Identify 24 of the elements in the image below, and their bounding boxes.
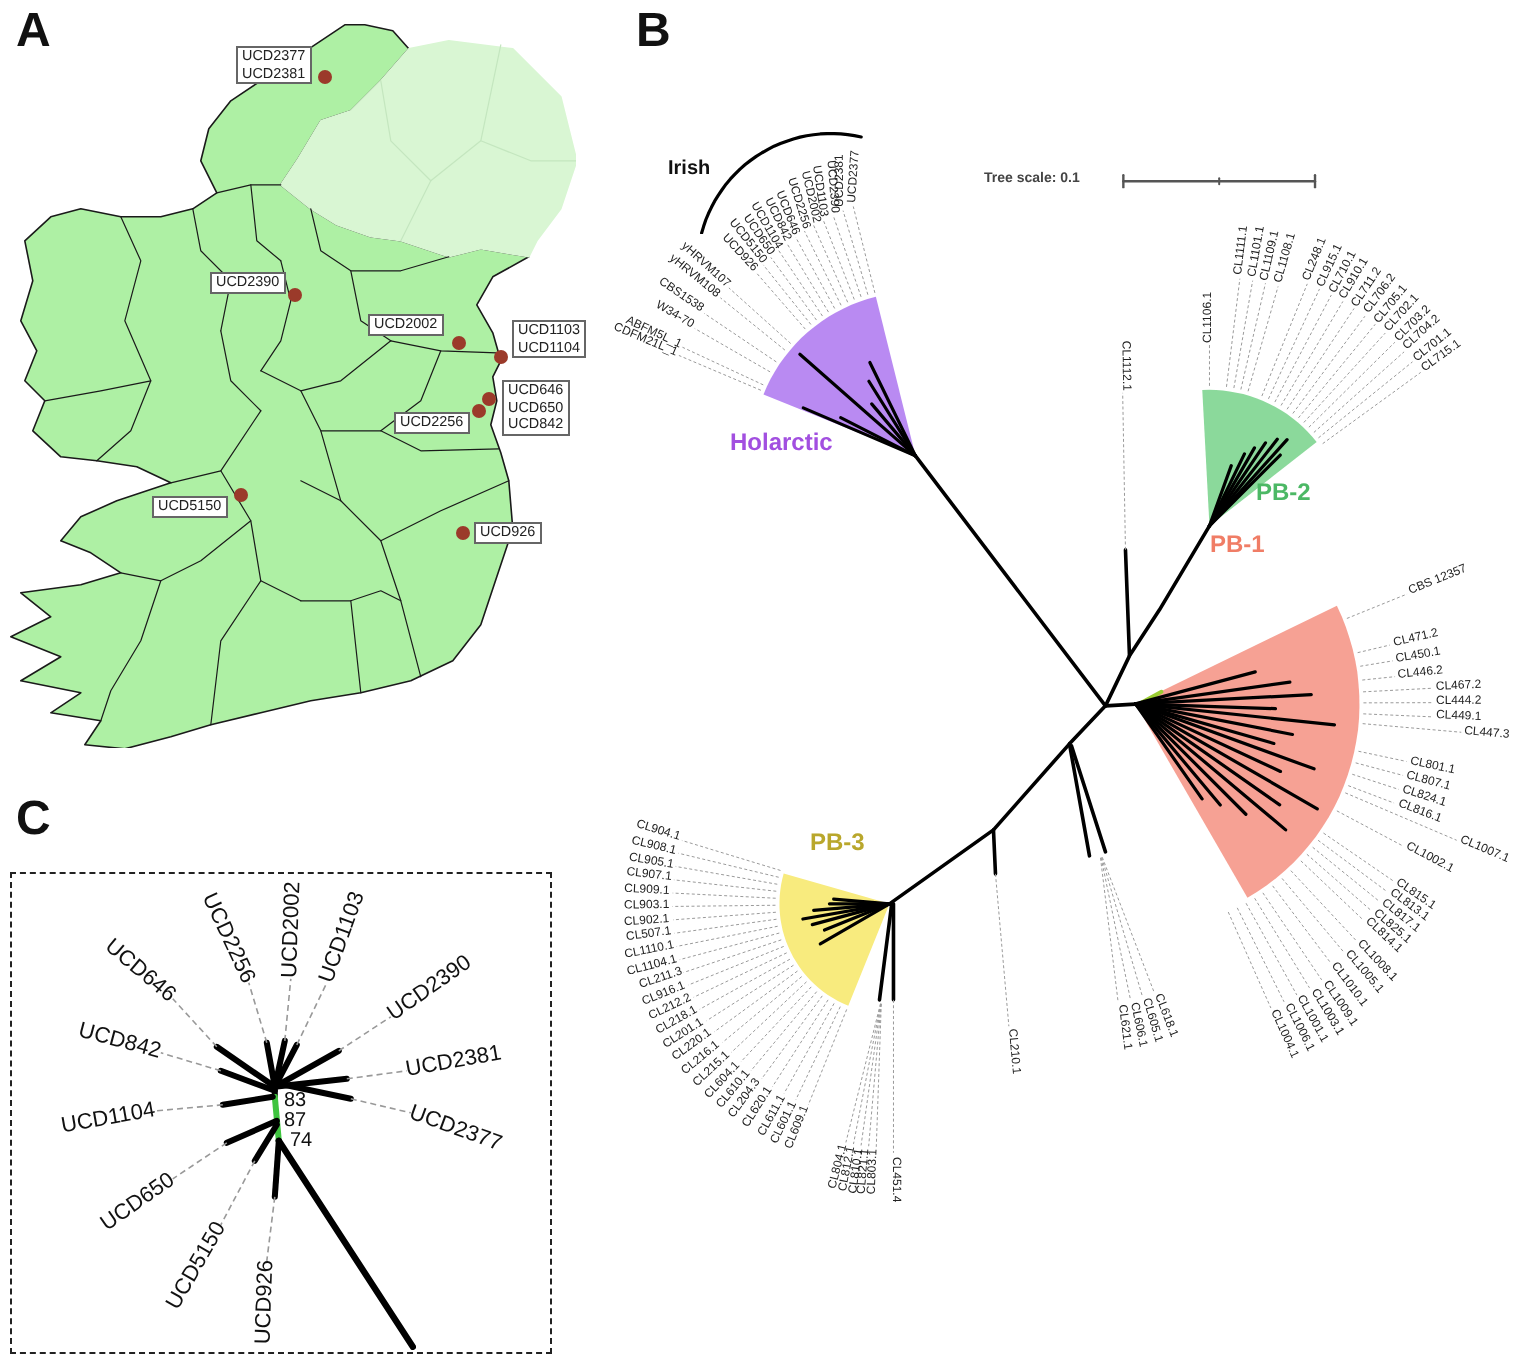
bootstrap-value: 74	[290, 1132, 313, 1152]
bootstrap-value: 83	[284, 1092, 307, 1112]
panel-letter: B	[636, 8, 671, 56]
callout-box	[210, 272, 286, 293]
callout-box	[512, 320, 587, 358]
callout-box	[236, 46, 312, 84]
clade-label: PB-2	[1256, 480, 1311, 506]
panel-letter: C	[16, 796, 51, 844]
tip-label: UCD1104	[59, 1098, 158, 1139]
clade-label: Holarctic	[730, 430, 833, 456]
tip-label: UCD926	[251, 1259, 279, 1345]
tip-label: UCD2002	[278, 881, 306, 979]
callout-box	[474, 522, 542, 543]
clade-label: PB-3	[810, 830, 865, 856]
tip-label: UCD842	[75, 1018, 164, 1064]
callout-box	[368, 314, 444, 335]
panel-letter: A	[16, 8, 51, 56]
clade-label: Irish	[668, 158, 711, 180]
tip-label: UCD2381	[403, 1041, 504, 1082]
callout-box	[394, 412, 470, 433]
clade-label: PB-1	[1210, 532, 1265, 558]
callout-box	[502, 380, 570, 435]
bootstrap-value: 87	[284, 1112, 307, 1132]
callout-box	[152, 496, 228, 517]
